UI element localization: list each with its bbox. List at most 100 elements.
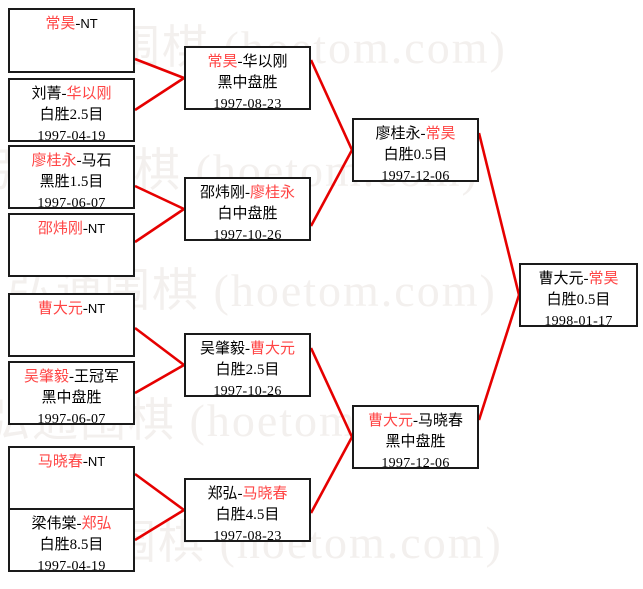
player-separator: - <box>245 185 250 201</box>
match-date-r1-m2: 1997-04-19 <box>37 128 106 144</box>
player-separator: - <box>237 54 243 70</box>
match-players-r1-m5: 曹大元-NT <box>10 299 133 320</box>
match-box-r1-m2[interactable]: 刘菁-华以刚白胜2.5目 1997-04-19 <box>8 78 135 144</box>
match-result-r3-m2: 黑中盘胜 <box>385 434 446 451</box>
bracket-connector-r1-m4-to-r2-m2 <box>134 207 185 244</box>
match-players-r2-m4: 郑弘-马晓春 <box>186 484 309 505</box>
match-date-r1-m8: 1997-04-19 <box>37 558 106 574</box>
player-right-nt: NT <box>87 221 106 236</box>
player-left-winner: 常昊 <box>45 16 76 32</box>
player-left-winner: 曹大元 <box>367 413 413 429</box>
bracket-connector-r2-m4-to-r3-m2 <box>309 436 354 514</box>
match-box-r1-m5[interactable]: 曹大元-NT <box>8 293 135 357</box>
match-result-r1-m3: 黑胜1.5目 <box>39 174 104 191</box>
player-right: 马晓春 <box>418 413 464 429</box>
bracket-connector-r3-m1-to-r4-m1 <box>477 132 521 296</box>
match-players-r1-m2: 刘菁-华以刚 <box>10 84 133 105</box>
player-left-winner: 廖桂永 <box>31 153 77 169</box>
player-right: 王冠军 <box>74 369 120 385</box>
player-separator: - <box>82 301 88 317</box>
match-players-r1-m6: 吴肇毅-王冠军 <box>10 367 133 388</box>
match-result-r4-m1: 白胜0.5目 <box>546 292 611 309</box>
match-players-r2-m3: 吴肇毅-曹大元 <box>186 339 309 360</box>
player-right-winner: 曹大元 <box>250 341 296 357</box>
player-right-winner: 常昊 <box>588 271 619 287</box>
player-left-winner: 曹大元 <box>37 301 83 317</box>
player-separator: - <box>82 221 88 237</box>
player-left: 刘菁 <box>31 86 62 102</box>
match-date-r2-m3: 1997-10-26 <box>213 383 282 399</box>
match-date-r3-m1: 1997-12-06 <box>381 168 450 184</box>
match-result-r2-m3: 白胜2.5目 <box>215 362 280 379</box>
match-date-r1-m3: 1997-06-07 <box>37 195 106 211</box>
match-players-r1-m4: 邵炜刚-NT <box>10 219 133 240</box>
player-separator: - <box>583 271 589 287</box>
player-right: 马石 <box>81 153 112 169</box>
match-box-r2-m4[interactable]: 郑弘-马晓春白胜4.5目 1997-08-23 <box>184 478 311 544</box>
player-right-winner: 马晓春 <box>242 486 288 502</box>
match-box-r2-m3[interactable]: 吴肇毅-曹大元白胜2.5目 1997-10-26 <box>184 333 311 399</box>
bracket-connector-r1-m3-to-r2-m2 <box>134 184 185 211</box>
match-players-r1-m3: 廖桂永-马石 <box>10 151 133 172</box>
match-players-r2-m1: 常昊-华以刚 <box>186 52 309 73</box>
player-left: 郑弘 <box>207 486 238 502</box>
bracket-connector-r2-m2-to-r3-m1 <box>309 149 354 227</box>
match-box-r1-m4[interactable]: 邵炜刚-NT <box>8 213 135 277</box>
player-separator: - <box>75 16 81 32</box>
player-right-nt: NT <box>80 16 98 31</box>
player-separator: - <box>69 369 74 385</box>
player-separator: - <box>82 454 88 470</box>
player-left-winner: 常昊 <box>207 54 238 70</box>
player-right-winner: 廖桂永 <box>250 185 296 201</box>
bracket-connector-r1-m5-to-r2-m3 <box>134 326 185 367</box>
match-players-r3-m2: 曹大元-马晓春 <box>354 411 477 432</box>
bracket-connector-r1-m6-to-r2-m3 <box>134 363 185 395</box>
match-box-r1-m3[interactable]: 廖桂永-马石黑胜1.5目 1997-06-07 <box>8 145 135 211</box>
bracket-connector-r1-m1-to-r2-m1 <box>134 57 185 80</box>
match-result-r1-m2: 白胜2.5目 <box>39 107 104 124</box>
match-players-r4-m1: 曹大元-常昊 <box>521 269 636 290</box>
match-box-r1-m1[interactable]: 常昊-NT <box>8 8 135 73</box>
player-left: 邵炜刚 <box>199 185 245 201</box>
player-right: 华以刚 <box>242 54 288 70</box>
match-result-r2-m1: 黑中盘胜 <box>217 75 278 92</box>
player-left: 廖桂永 <box>375 126 421 142</box>
player-right-winner: 华以刚 <box>66 86 112 102</box>
bracket-connector-r1-m8-to-r2-m4 <box>134 508 185 542</box>
match-result-r2-m4: 白胜4.5目 <box>215 507 280 524</box>
match-players-r1-m7: 马晓春-NT <box>10 452 133 473</box>
player-left-winner: 吴肇毅 <box>23 369 69 385</box>
match-result-r2-m2: 白中盘胜 <box>217 206 278 223</box>
match-date-r2-m2: 1997-10-26 <box>213 227 282 243</box>
player-separator: - <box>76 153 82 169</box>
bracket-connector-r2-m3-to-r3-m2 <box>309 347 354 438</box>
match-date-r1-m6: 1997-06-07 <box>37 411 106 427</box>
bracket-connector-r1-m7-to-r2-m4 <box>134 472 185 512</box>
match-box-r2-m2[interactable]: 邵炜刚-廖桂永白中盘胜 1997-10-26 <box>184 177 311 243</box>
match-box-r1-m7[interactable]: 马晓春-NT <box>8 446 135 510</box>
player-separator: - <box>413 413 418 429</box>
bracket-connector-r3-m2-to-r4-m1 <box>477 294 521 421</box>
player-left: 曹大元 <box>538 271 584 287</box>
player-separator: - <box>61 86 67 102</box>
player-left-winner: 邵炜刚 <box>37 221 83 237</box>
player-separator: - <box>245 341 250 357</box>
match-box-r2-m1[interactable]: 常昊-华以刚黑中盘胜 1997-08-23 <box>184 46 311 112</box>
player-left: 吴肇毅 <box>199 341 245 357</box>
match-box-r1-m8[interactable]: 梁伟棠-郑弘白胜8.5目 1997-04-19 <box>8 508 135 574</box>
match-date-r2-m1: 1997-08-23 <box>213 96 282 112</box>
match-box-r3-m2[interactable]: 曹大元-马晓春黑中盘胜 1997-12-06 <box>352 405 479 471</box>
player-separator: - <box>76 516 82 532</box>
player-right-nt: NT <box>87 301 106 316</box>
match-date-r3-m2: 1997-12-06 <box>381 455 450 471</box>
match-result-r1-m8: 白胜8.5目 <box>39 537 104 554</box>
match-date-r2-m4: 1997-08-23 <box>213 528 282 544</box>
match-players-r1-m1: 常昊-NT <box>10 14 133 35</box>
match-players-r1-m8: 梁伟棠-郑弘 <box>10 514 133 535</box>
player-separator: - <box>420 126 426 142</box>
player-right-winner: 郑弘 <box>81 516 112 532</box>
